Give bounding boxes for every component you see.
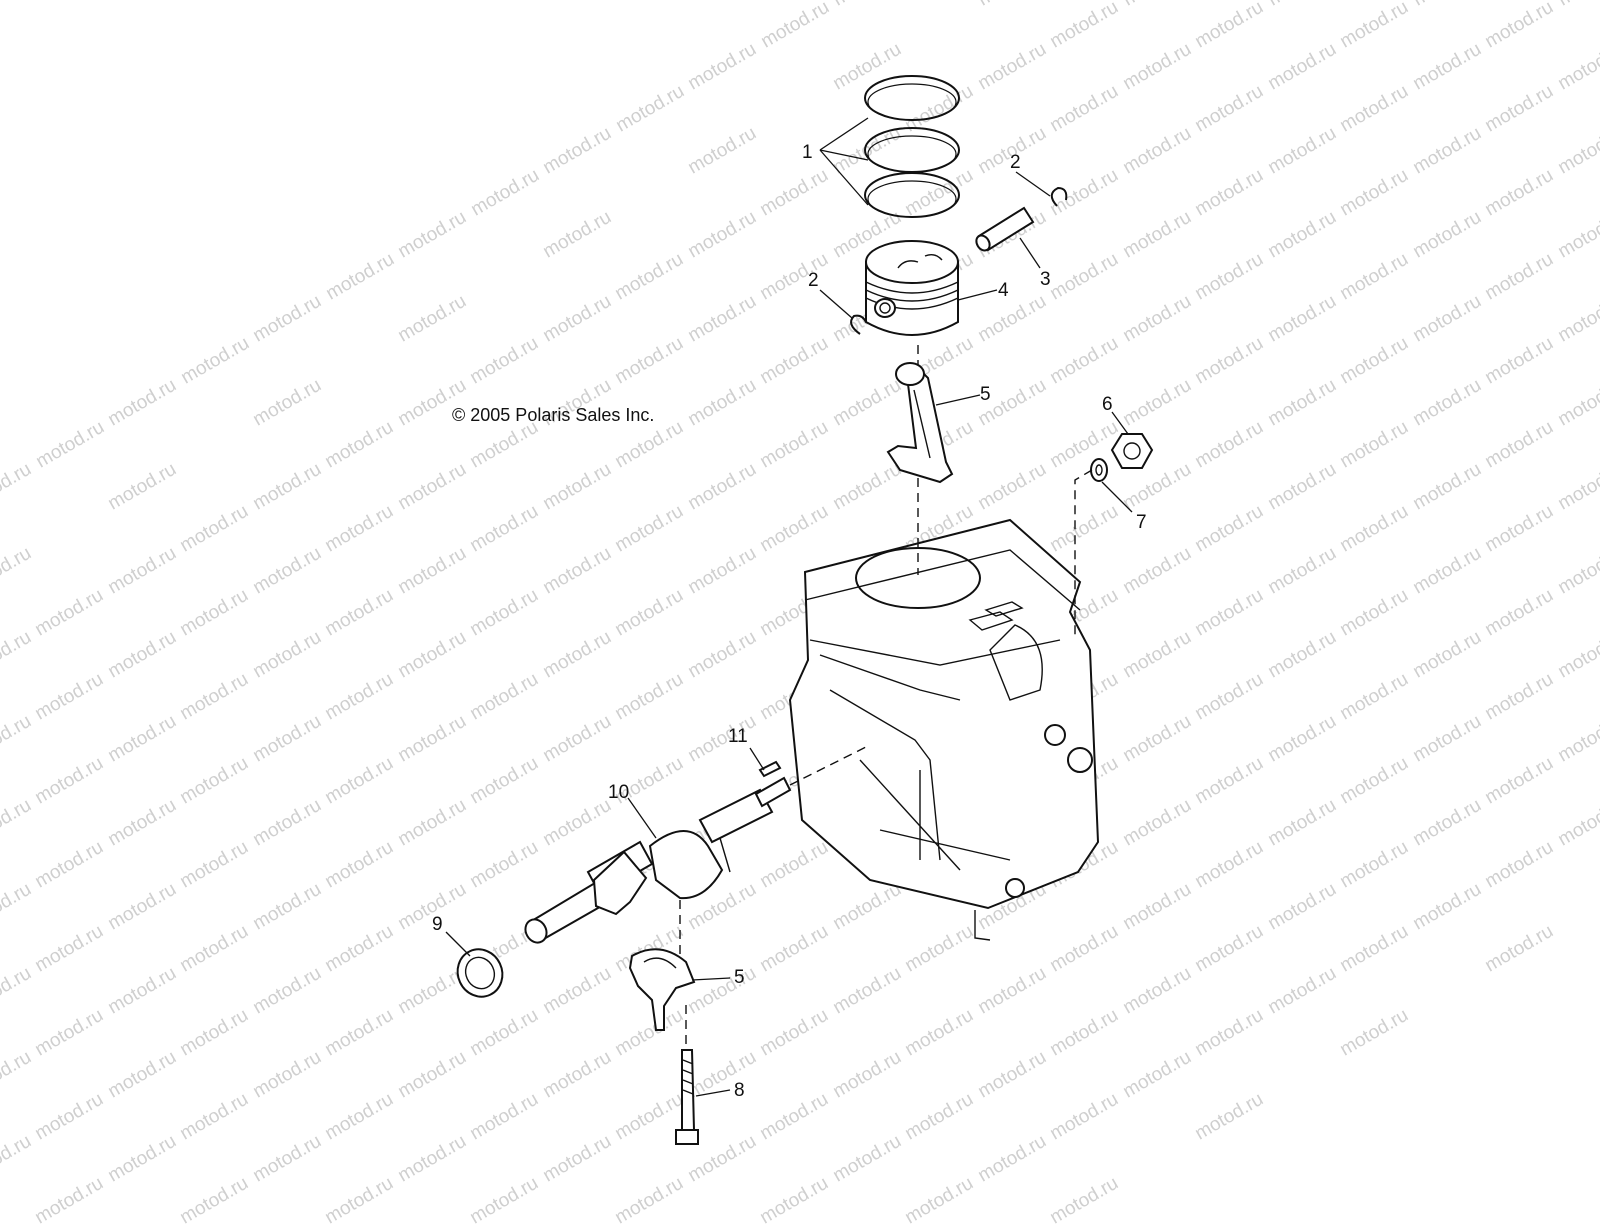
connecting-rod [886,362,954,484]
callout-crankshaft: 10 [608,782,629,803]
callout-key: 11 [728,726,748,747]
callout-oil-seal: 9 [432,914,443,935]
piston [865,240,959,336]
assembly-lines [679,345,1093,1050]
leader-lines [445,117,1133,1097]
circlip-left [850,314,867,335]
callout-bolt: 8 [734,1080,745,1101]
callout-connecting-rod: 5 [980,384,991,405]
circlip-right [1050,186,1068,207]
piston-pin [975,206,1035,252]
callout-circlip-right: 2 [1010,152,1021,173]
key [758,760,782,778]
copyright-notice: © 2005 Polaris Sales Inc. [452,405,655,425]
callout-nut: 6 [1102,394,1113,415]
nut [1110,433,1154,469]
exploded-parts-diagram: 1 2 3 2 4 5 6 7 11 10 9 5 8 [432,75,1154,1145]
piston-rings [864,75,960,218]
washer [1090,458,1108,482]
callout-circlip-left: 2 [808,270,819,291]
rod-cap [628,948,696,1031]
oil-seal [456,948,504,998]
callout-rod-cap: 5 [734,967,745,988]
crankshaft [524,776,792,944]
callout-piston: 4 [998,280,1009,301]
engine-block [788,518,1100,941]
callout-piston-rings: 1 [802,142,813,163]
callouts: 1 2 3 2 4 5 6 7 11 10 9 5 8 [432,142,1147,1101]
bolt [675,1049,699,1145]
callout-piston-pin: 3 [1040,269,1051,290]
callout-washer: 7 [1136,512,1147,533]
